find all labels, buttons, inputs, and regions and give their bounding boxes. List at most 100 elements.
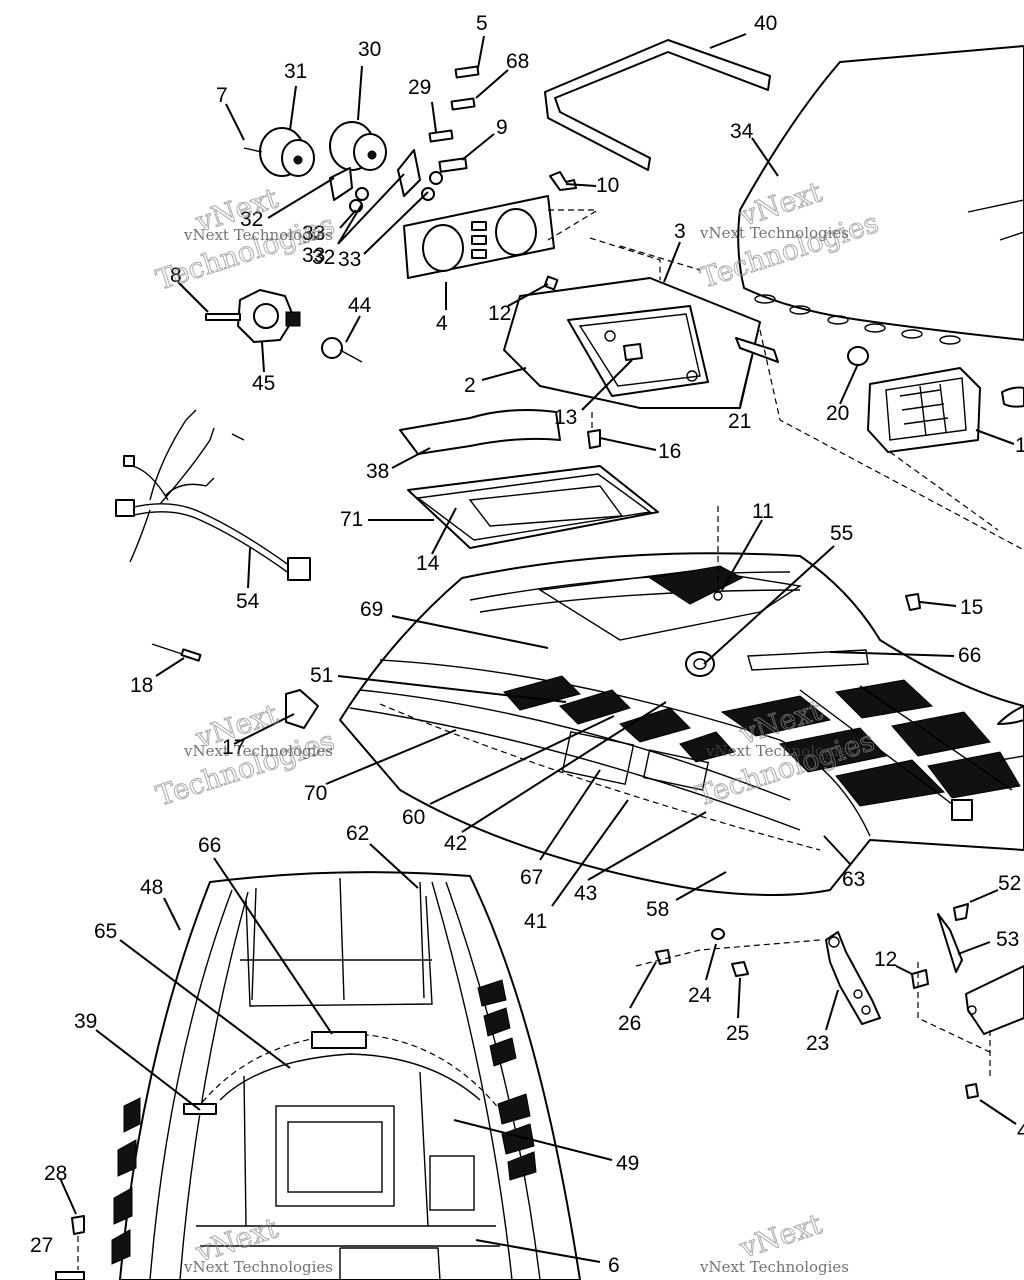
callout-label: 42 bbox=[444, 832, 467, 855]
callout-label: 4 bbox=[1017, 1120, 1024, 1143]
storage-tray-part bbox=[407, 465, 659, 549]
screw-28-part bbox=[55, 1215, 85, 1280]
console-part bbox=[503, 237, 761, 409]
watermark-top-left: vNext Technologies vNext Technologies bbox=[151, 181, 338, 298]
callout-label: 7 bbox=[216, 84, 228, 107]
ignition-switch-part bbox=[237, 289, 301, 343]
callout-label: 2 bbox=[464, 374, 476, 397]
watermark-line1: vNext bbox=[735, 1207, 827, 1265]
callout-label: 23 bbox=[806, 1032, 829, 1055]
callout-label: 12 bbox=[874, 948, 897, 971]
callout-label: 30 bbox=[358, 38, 381, 61]
callout-label: 13 bbox=[554, 406, 577, 429]
callout-label: 54 bbox=[236, 590, 260, 613]
bracket-17-part bbox=[285, 689, 319, 729]
watermark-bottom-right: vNext vNext Technologies bbox=[699, 1207, 849, 1276]
callout-labels: 1 2 3 4 4 5 6 7 8 9 10 11 12 12 13 14 15… bbox=[30, 12, 1024, 1277]
hinge-bracket-part bbox=[825, 931, 881, 1025]
callout-label: 69 bbox=[360, 598, 383, 621]
callout-label: 18 bbox=[130, 674, 153, 697]
watermark-text: vNext Technologies bbox=[183, 1258, 333, 1276]
clip-13-part bbox=[623, 343, 643, 361]
callout-label: 27 bbox=[30, 1234, 53, 1257]
callout-label: 66 bbox=[198, 834, 221, 857]
callout-label: 26 bbox=[618, 1012, 641, 1035]
bolt-21-part bbox=[735, 337, 779, 363]
callout-label: 65 bbox=[94, 920, 117, 943]
watermark-text: vNext Technologies bbox=[699, 224, 849, 242]
callout-label: 71 bbox=[340, 508, 363, 531]
callout-label: 33 bbox=[302, 244, 325, 267]
watermark-text: vNext Technologies bbox=[183, 226, 333, 244]
callout-label: 33 bbox=[338, 248, 361, 271]
callout-label: 32 bbox=[240, 208, 263, 231]
hood-assembly-part bbox=[339, 552, 1024, 896]
bulb-part bbox=[847, 346, 869, 366]
callout-label: 39 bbox=[74, 1010, 97, 1033]
callout-label: 45 bbox=[252, 372, 275, 395]
callout-label: 55 bbox=[830, 522, 853, 545]
callout-label: 25 bbox=[726, 1022, 749, 1045]
windshield-part bbox=[737, 45, 1024, 345]
callout-label: 15 bbox=[960, 596, 983, 619]
lower-hood-part bbox=[111, 871, 581, 1280]
screw-10-part bbox=[549, 171, 577, 191]
wire-18-part bbox=[151, 643, 202, 662]
callout-label: 49 bbox=[616, 1152, 639, 1175]
callout-label: 70 bbox=[304, 782, 327, 805]
nuts-33-part bbox=[349, 171, 443, 213]
callout-label: 33 bbox=[302, 222, 325, 245]
callout-label: 43 bbox=[574, 882, 597, 905]
callout-label: 20 bbox=[826, 402, 849, 425]
handle-strap-part bbox=[544, 39, 771, 171]
callout-label: 51 bbox=[310, 664, 333, 687]
callout-label: 41 bbox=[524, 910, 547, 933]
side-panel-part bbox=[911, 903, 1024, 1099]
key-part bbox=[205, 313, 241, 321]
callout-label: 31 bbox=[284, 60, 307, 83]
watermark-text: vNext Technologies bbox=[699, 1258, 849, 1276]
watermark-text: vNext Technologies bbox=[705, 742, 855, 760]
gauge-30-part bbox=[329, 121, 387, 171]
gauge-31-part bbox=[243, 127, 315, 177]
choke-knob-part bbox=[321, 337, 363, 363]
callout-label: 53 bbox=[996, 928, 1019, 951]
instrument-plate-part bbox=[403, 195, 599, 279]
callout-label: 1 bbox=[1015, 434, 1024, 457]
callout-label: 63 bbox=[842, 868, 865, 891]
indicator-lights-part bbox=[428, 65, 480, 173]
callout-label: 40 bbox=[754, 12, 777, 35]
callout-label: 60 bbox=[402, 806, 425, 829]
callout-label: 3 bbox=[674, 220, 686, 243]
callout-label: 62 bbox=[346, 822, 369, 845]
callout-label: 16 bbox=[658, 440, 681, 463]
callout-label: 34 bbox=[730, 120, 754, 143]
callout-label: 29 bbox=[408, 76, 431, 99]
callout-label: 14 bbox=[416, 552, 440, 575]
callout-label: 12 bbox=[488, 302, 511, 325]
callout-label: 67 bbox=[520, 866, 543, 889]
callout-label: 11 bbox=[752, 500, 774, 523]
callout-label: 52 bbox=[998, 872, 1021, 895]
gasket-38-part bbox=[399, 409, 561, 455]
callout-label: 32 bbox=[312, 246, 335, 269]
callout-label: 68 bbox=[506, 50, 529, 73]
callout-label: 4 bbox=[436, 312, 448, 335]
callout-label: 9 bbox=[496, 116, 508, 139]
screw-16-part bbox=[587, 429, 601, 449]
screw-15-part bbox=[905, 593, 921, 611]
callout-label: 58 bbox=[646, 898, 669, 921]
callout-label: 17 bbox=[222, 736, 245, 759]
callout-label: 5 bbox=[476, 12, 488, 35]
callout-label: 48 bbox=[140, 876, 163, 899]
leader-lines bbox=[59, 33, 1017, 1263]
callout-label: 24 bbox=[688, 984, 712, 1007]
headlight-part bbox=[867, 367, 1024, 453]
callout-label: 8 bbox=[170, 264, 182, 287]
bracket-32-part bbox=[329, 149, 421, 201]
callout-label: 10 bbox=[596, 174, 619, 197]
fastener-11-part bbox=[713, 591, 723, 601]
hardware-24-26-part bbox=[635, 928, 821, 977]
callout-label: 6 bbox=[608, 1254, 620, 1277]
